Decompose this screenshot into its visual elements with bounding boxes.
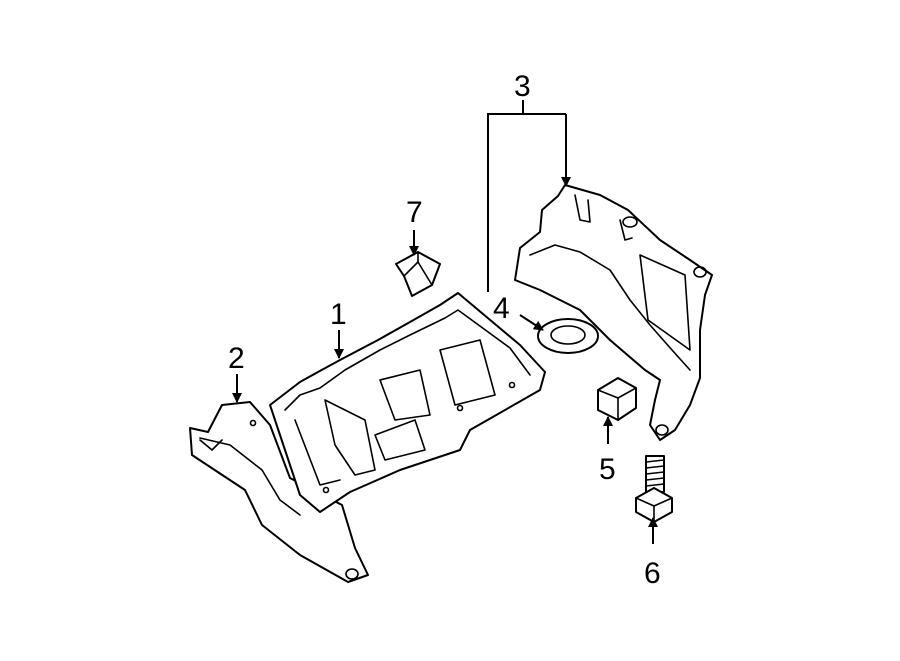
part-4-grommet <box>537 318 599 354</box>
callout-4: 4 <box>493 292 510 325</box>
callout-6: 6 <box>644 557 661 590</box>
leader-4 <box>519 314 544 331</box>
part-1-splash-shield <box>269 292 546 513</box>
part-6-bolt <box>635 455 673 523</box>
part-7-clip <box>395 251 441 297</box>
leader-3-bracket <box>487 113 566 292</box>
part-5-nut <box>597 377 637 421</box>
callout-5: 5 <box>599 453 616 486</box>
callout-7: 7 <box>406 196 423 229</box>
callout-3: 3 <box>514 70 531 103</box>
callout-1: 1 <box>330 298 347 331</box>
part-2-bracket <box>189 401 369 583</box>
callout-2: 2 <box>228 342 245 375</box>
